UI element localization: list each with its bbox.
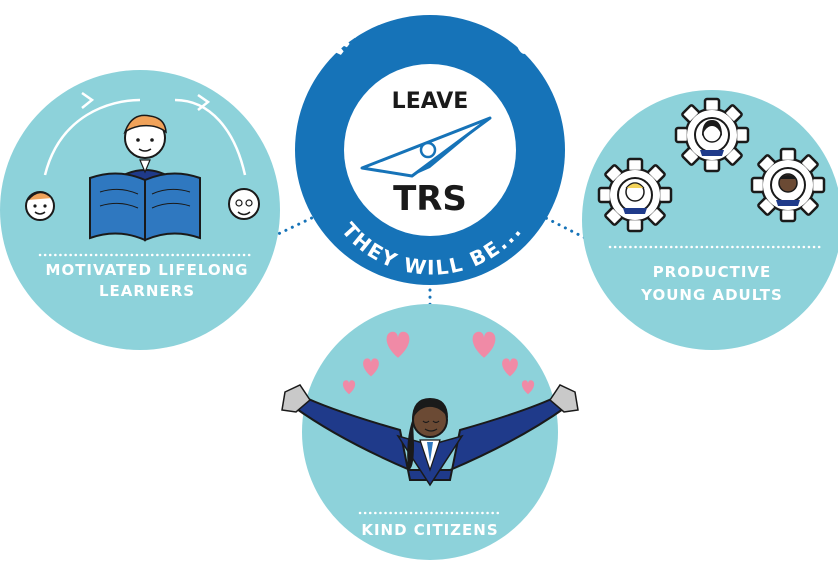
outcome-citizens: KIND CITIZENS: [281, 304, 579, 560]
hub-badge: WHEN STUDENTS THEY WILL BE... LEAVE TRS: [295, 0, 565, 285]
outcome-learners: MOTIVATED LIFELONG LEARNERS: [0, 70, 280, 350]
left-hand-icon: [281, 384, 311, 413]
adults-label-line-1: PRODUCTIVE: [653, 263, 772, 281]
hub-word-trs: TRS: [393, 179, 467, 219]
open-arms-person-illustration: [281, 384, 579, 487]
reader-illustration: [89, 114, 201, 242]
student-face-icon: [623, 182, 647, 214]
cycle-arrow: [43, 98, 247, 176]
learners-label-line-1: MOTIVATED LIFELONG: [46, 261, 249, 279]
right-hand-icon: [549, 384, 579, 413]
citizens-label: KIND CITIZENS: [361, 521, 498, 539]
learners-label-line-2: LEARNERS: [99, 282, 195, 300]
child-icon: [25, 191, 55, 221]
student-face-icon: [700, 120, 724, 156]
adults-bubble: [582, 90, 838, 350]
adults-label-line-2: YOUNG ADULTS: [640, 286, 783, 304]
outcome-adults: PRODUCTIVE YOUNG ADULTS: [582, 90, 838, 350]
elder-icon: [228, 188, 260, 220]
open-book-icon: [89, 172, 201, 242]
student-face-icon: [776, 173, 800, 206]
compass-icon: [360, 116, 492, 178]
hub-word-leave: LEAVE: [392, 89, 469, 114]
